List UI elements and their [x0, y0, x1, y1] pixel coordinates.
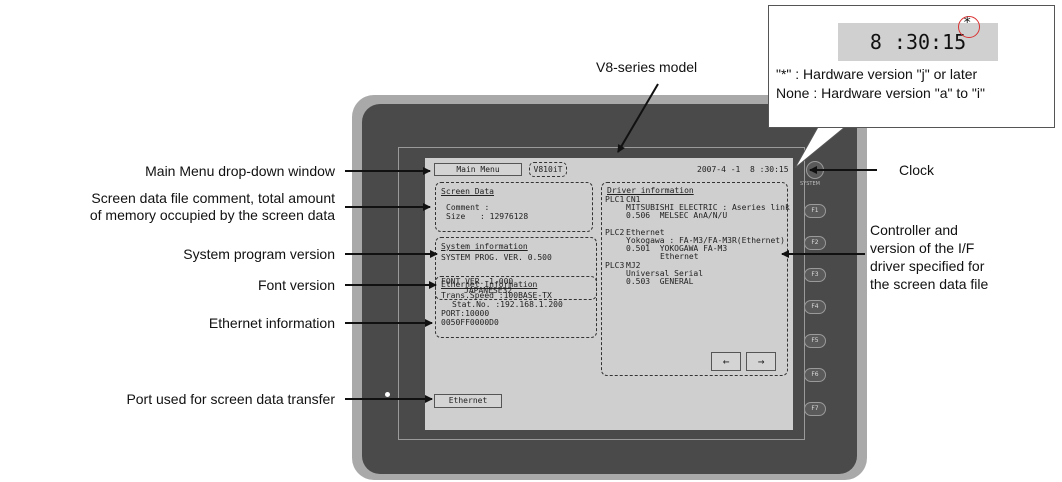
asterisk-mark: * [963, 15, 972, 31]
plc2-version: 0.501 YOKOGAWA FA-M3 [626, 244, 728, 253]
plc3-driver: Universal Serial [626, 269, 704, 278]
label-controller-3: driver specified for [870, 258, 985, 274]
comment-label: Comment : [446, 203, 490, 212]
f7-key[interactable]: F7 [804, 402, 826, 416]
plc1-id: PLC1 [605, 195, 625, 204]
plc2-id: PLC2 [605, 228, 625, 237]
clock-display: 8 :30:15 [750, 165, 789, 174]
plc2-port: Ethernet [626, 228, 665, 237]
screen-frame [398, 147, 805, 440]
label-ethernet-info: Ethernet information [208, 315, 335, 331]
indicator-dot [385, 392, 390, 397]
label-system-program: System program version [183, 246, 335, 262]
screen-data-panel: Screen Data Comment : Size : 12976128 [435, 182, 593, 232]
label-main-menu: Main Menu drop-down window [145, 163, 335, 179]
label-model: V8-series model [596, 59, 698, 75]
screen-data-title: Screen Data [441, 187, 494, 196]
system-info-panel: System information SYSTEM PROG. VER. 0.5… [435, 237, 597, 300]
f3-key[interactable]: F3 [804, 268, 826, 282]
plc2-driver: Yokogawa : FA-M3/FA-M3R(Ethernet) [626, 236, 785, 245]
f6-key[interactable]: F6 [804, 368, 826, 382]
label-controller-2: version of the I/F [870, 240, 975, 256]
model-name: V810iT [529, 162, 567, 177]
font-name: JAPANESE32 [464, 286, 513, 295]
plc3-id: PLC3 [605, 261, 625, 270]
label-screen-comment-2: of memory occupied by the screen data [89, 207, 335, 223]
size-label: Size [446, 212, 466, 221]
lcd-screen: Main Menu V810iT 2007-4 -1 8 :30:15 Scre… [425, 158, 793, 430]
ethernet-speed: Trans.Speed :100BASE-TX [441, 291, 552, 300]
driver-info-title: Driver information [607, 186, 694, 195]
label-port-used: Port used for screen data transfer [126, 391, 335, 407]
ethernet-port: PORT:10000 [441, 309, 490, 318]
label-font-version: Font version [257, 277, 335, 293]
label-screen-comment-1: Screen data file comment, total amount [91, 190, 335, 206]
plc1-port: CN1 [626, 195, 641, 204]
callout-line-2: None : Hardware version "a" to "i" [776, 85, 985, 101]
f2-key[interactable]: F2 [804, 236, 826, 250]
plc2-connection: Ethernet [660, 252, 699, 261]
label-controller-1: Controller and [870, 222, 958, 238]
font-version: FONT VER. 1.000 [441, 277, 514, 286]
prev-page-button[interactable]: ← [711, 352, 741, 371]
ethernet-info-panel: Ethernet Information Trans.Speed :100BAS… [435, 276, 597, 338]
callout-line-1: "*" : Hardware version "j" or later [776, 66, 978, 82]
plc3-version: 0.503 GENERAL [626, 277, 694, 286]
plc3-port: MJ2 [626, 261, 641, 270]
plc1-version: 0.506 MELSEC AnA/N/U [626, 211, 728, 220]
ethernet-mac: 0050FF0000D0 [441, 318, 499, 327]
f1-key[interactable]: F1 [804, 204, 826, 218]
ethernet-info-title: Ethernet Information [441, 280, 538, 289]
f5-key[interactable]: F5 [804, 334, 826, 348]
system-prog-version: SYSTEM PROG. VER. 0.500 [441, 253, 552, 262]
driver-info-panel: Driver information PLC1 CN1 MITSUBISHI E… [601, 182, 790, 376]
plc1-driver: MITSUBISHI ELECTRIC : Aseries link [626, 203, 790, 212]
main-menu-button[interactable]: Main Menu [434, 163, 522, 176]
next-page-button[interactable]: → [746, 352, 776, 371]
date-display: 2007-4 -1 [697, 165, 741, 174]
label-controller-4: the screen data file [870, 276, 989, 292]
system-key-label: SYSTEM [800, 181, 820, 187]
label-clock: Clock [899, 162, 935, 178]
system-info-title: System information [441, 242, 528, 251]
ethernet-button[interactable]: Ethernet [434, 394, 502, 408]
f4-key[interactable]: F4 [804, 300, 826, 314]
size-value: : 12976128 [480, 212, 529, 221]
ethernet-station: Stat.No. :192.168.1.200 [452, 300, 563, 309]
asterisk-circle [958, 16, 980, 38]
